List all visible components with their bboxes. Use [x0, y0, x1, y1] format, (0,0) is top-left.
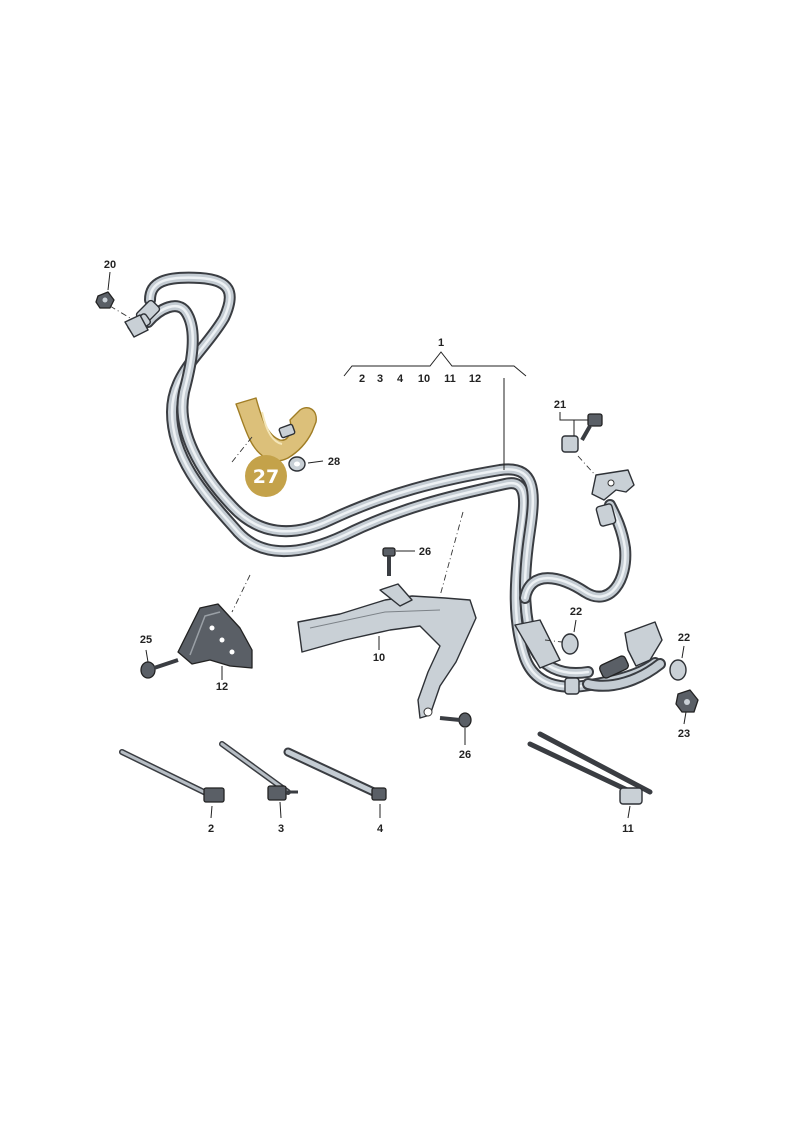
leader-lines [107, 271, 687, 819]
callout-10[interactable]: 10 [373, 652, 385, 664]
group-member-2: 2 [359, 373, 365, 385]
group-member-12: 12 [469, 373, 481, 385]
nut-23[interactable] [675, 689, 699, 713]
bolt-26-top[interactable] [382, 547, 396, 576]
group-member-4: 4 [397, 373, 404, 385]
cable-tie-4[interactable] [283, 747, 387, 801]
callout-22-right[interactable]: 22 [678, 632, 690, 644]
callout-20[interactable]: 20 [104, 259, 116, 271]
cable-tie-3[interactable] [219, 741, 298, 801]
bracket-12[interactable] [177, 603, 253, 669]
callout-12[interactable]: 12 [216, 681, 228, 693]
callout-11[interactable]: 11 [622, 823, 634, 835]
group-member-3: 3 [377, 373, 383, 385]
callout-badge-27[interactable]: 27 [245, 455, 287, 497]
part-27-pipe[interactable] [235, 397, 317, 462]
callout-23[interactable]: 23 [678, 728, 690, 740]
cable-tie-11[interactable] [527, 731, 653, 805]
callout-21[interactable]: 21 [554, 399, 566, 411]
refrigerant-line [124, 271, 666, 695]
nut-22-right[interactable] [669, 659, 687, 681]
callout-2[interactable]: 2 [208, 823, 214, 835]
screw-25[interactable] [140, 658, 179, 679]
callout-26-top[interactable]: 26 [419, 546, 431, 558]
bolt-21[interactable] [561, 413, 603, 453]
group-callout: 1 2 3 4 10 11 12 [359, 337, 481, 385]
cable-tie-2[interactable] [119, 749, 225, 803]
badge-27-label: 27 [253, 466, 279, 488]
callout-4[interactable]: 4 [377, 823, 384, 835]
callout-28[interactable]: 28 [328, 456, 340, 468]
bracket-10[interactable] [297, 583, 477, 719]
callout-25[interactable]: 25 [140, 634, 152, 646]
group-member-10: 10 [418, 373, 430, 385]
nut-20[interactable] [95, 291, 115, 309]
nut-22-left[interactable] [561, 633, 579, 655]
bolt-26-bottom[interactable] [439, 712, 472, 728]
callout-26-bottom[interactable]: 26 [459, 749, 471, 761]
label-1: 1 [438, 337, 444, 349]
callouts: 20 21 22 22 23 25 12 26 26 10 28 2 3 4 1… [104, 259, 690, 835]
callout-22-left[interactable]: 22 [570, 606, 582, 618]
dash-lines [109, 305, 597, 643]
group-member-11: 11 [444, 373, 456, 385]
callout-3[interactable]: 3 [278, 823, 284, 835]
nut-28[interactable] [288, 456, 306, 472]
